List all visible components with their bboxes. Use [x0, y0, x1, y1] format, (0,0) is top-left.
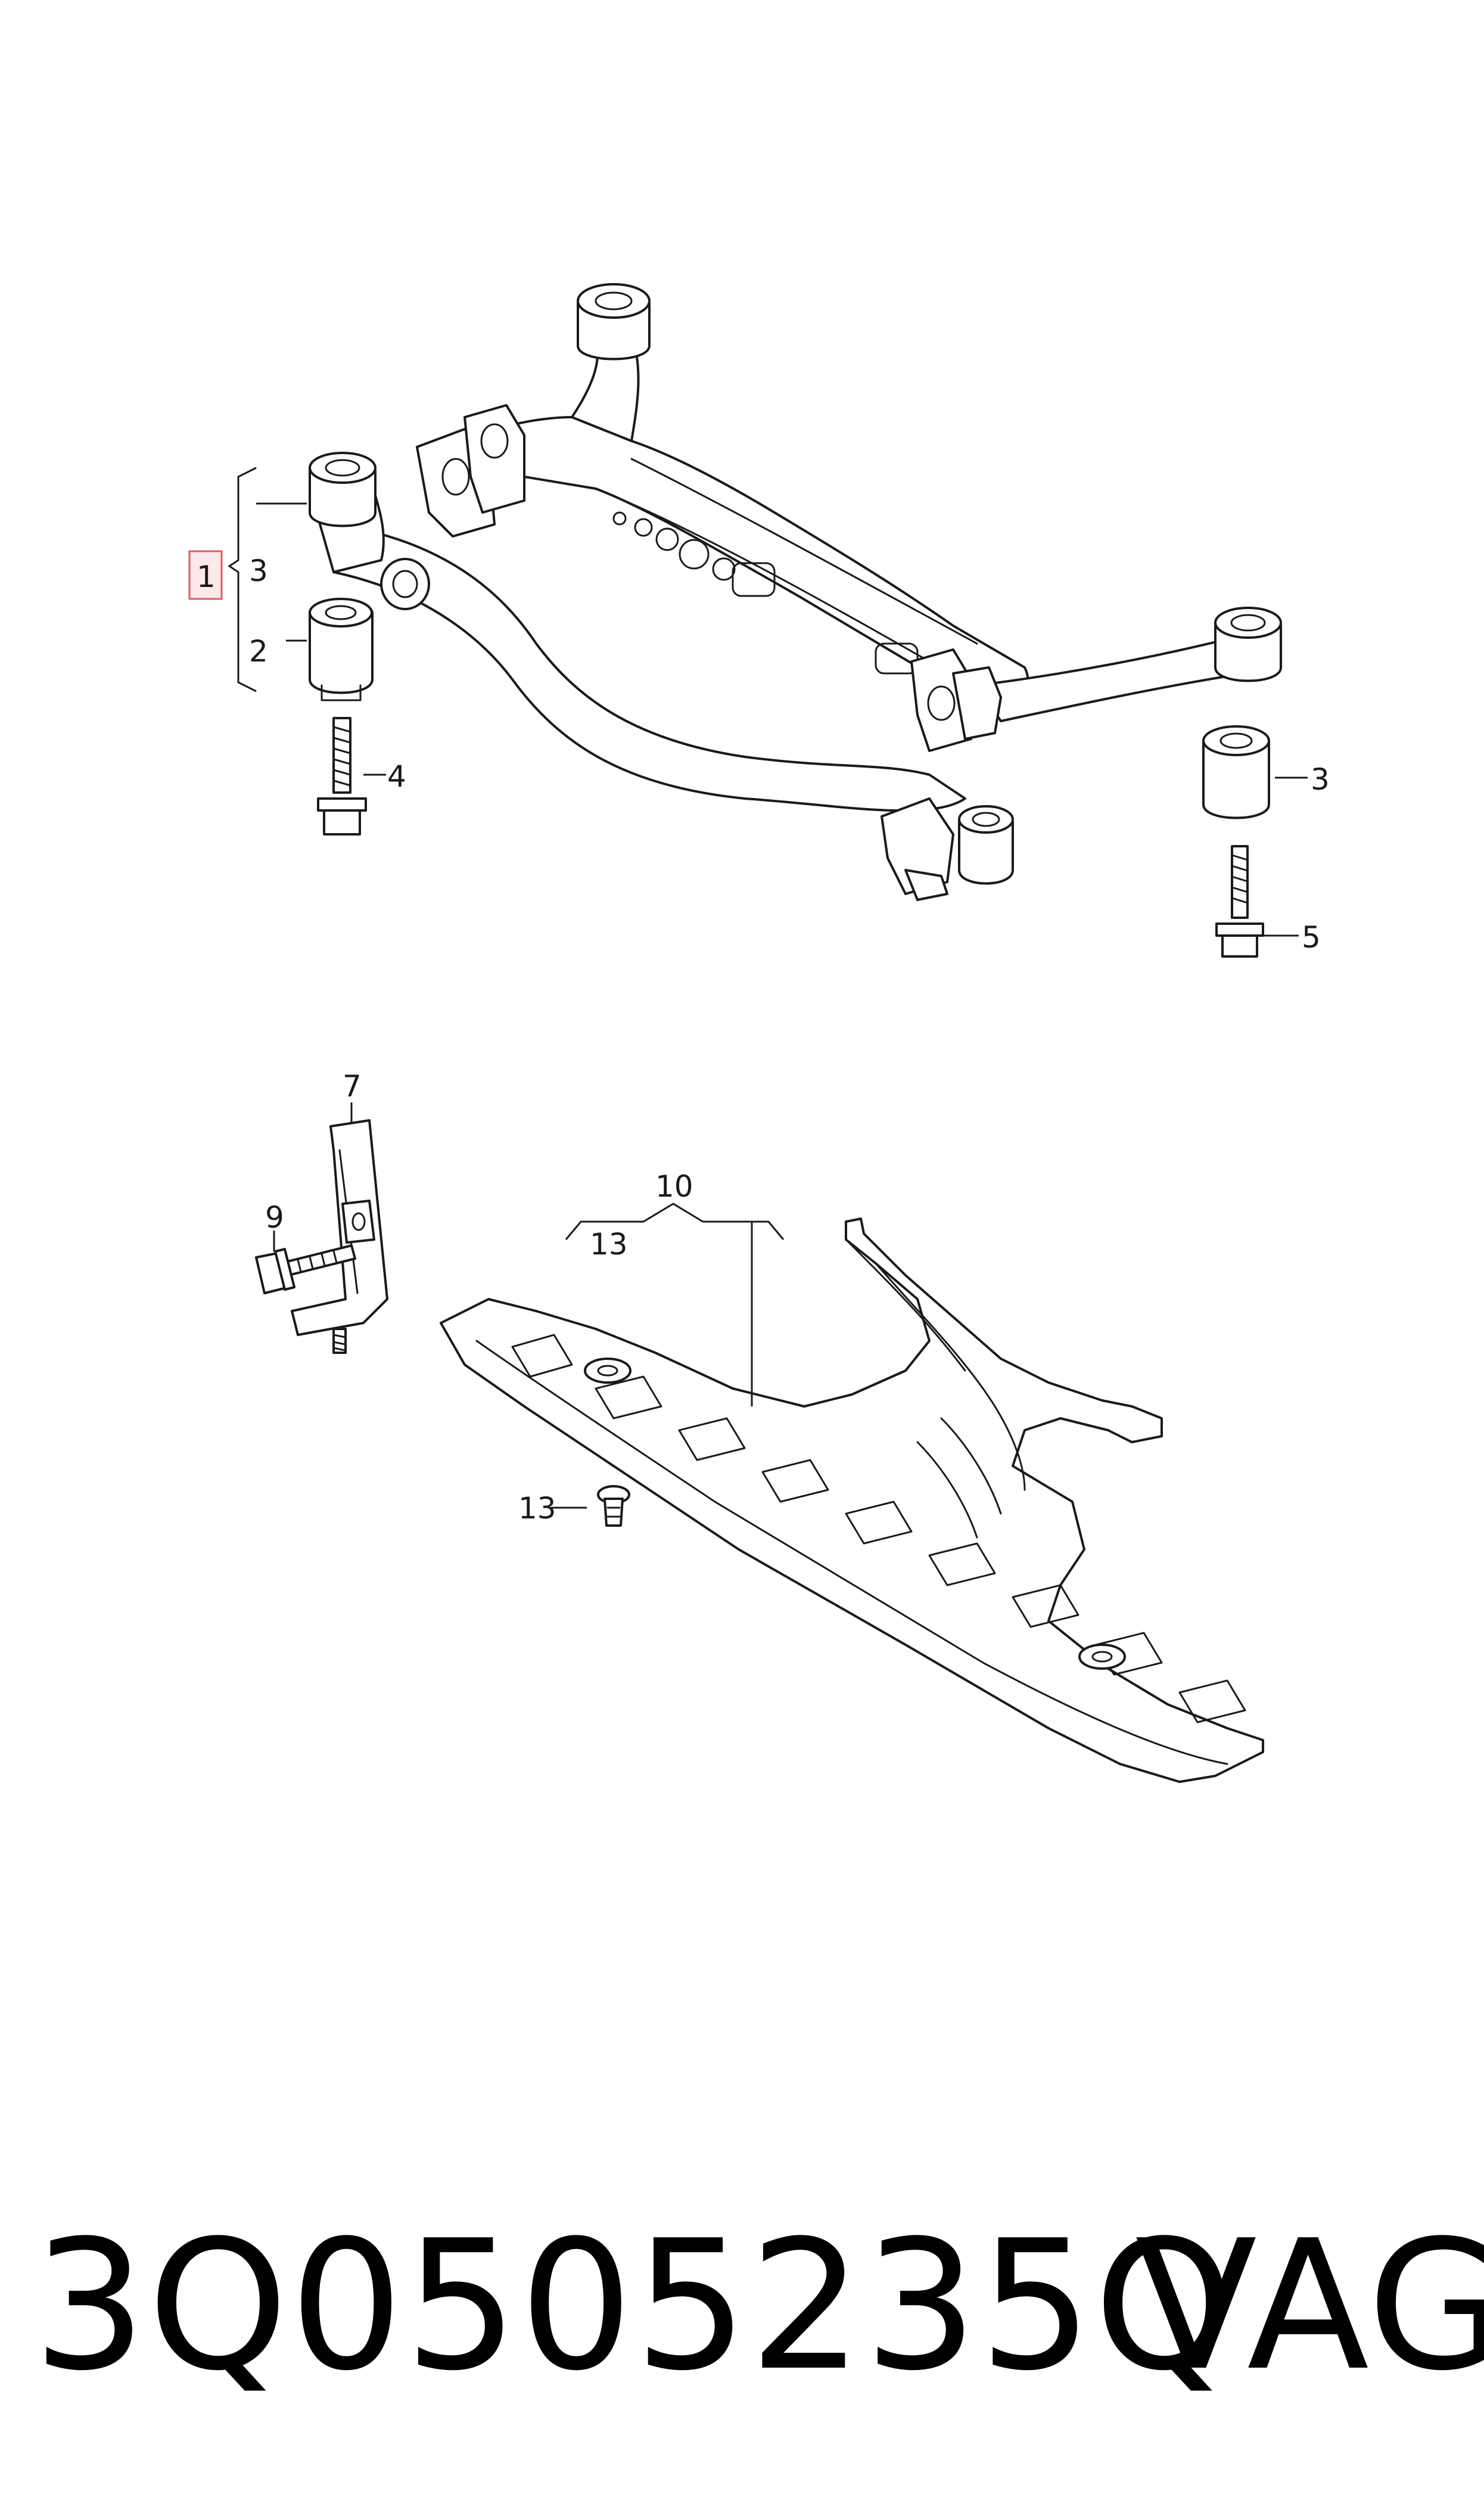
callout-3-left: 3 — [249, 554, 268, 588]
callout-5: 5 — [1302, 920, 1321, 955]
callout-13-clip: 13 — [518, 1491, 556, 1526]
stud-bracket — [332, 1328, 347, 1354]
bracket-7 — [291, 1119, 388, 1336]
bolt-5 — [1215, 845, 1264, 958]
callout-7: 7 — [343, 1069, 362, 1104]
callout-2: 2 — [249, 634, 268, 669]
bolt-4 — [317, 717, 367, 835]
bolt-9 — [255, 1244, 356, 1294]
rear-subframe — [309, 283, 1282, 901]
callout-10: 10 — [655, 1169, 693, 1204]
brand-label: VAG — [1135, 2202, 1484, 2410]
item-1-highlight — [188, 550, 223, 600]
callout-3-right: 3 — [1311, 762, 1330, 797]
callout-13-bracket: 13 — [590, 1227, 628, 1262]
leader-lines — [228, 467, 1308, 1509]
subframe-bush-lower-right — [1202, 725, 1270, 819]
callout-1: 1 — [197, 560, 216, 594]
underbody-panel-10 — [440, 1217, 1264, 1783]
clip-13 — [597, 1485, 630, 1527]
subframe-bush-lower-left — [309, 598, 374, 701]
callout-4: 4 — [387, 759, 406, 794]
callout-9: 9 — [265, 1200, 284, 1235]
part-number: 3Q0505235Q — [33, 2202, 1236, 2410]
